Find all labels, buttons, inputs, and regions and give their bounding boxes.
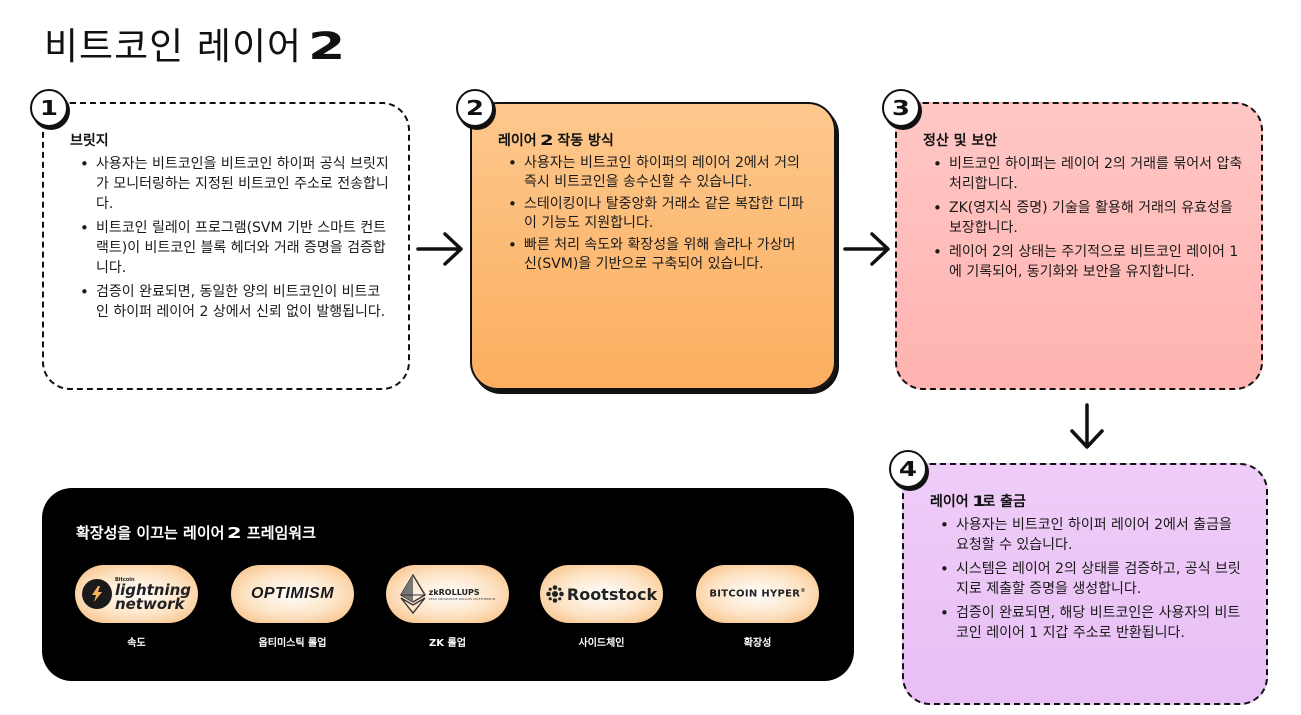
bullet-item: ZK(영지식 증명) 기술을 활용해 거래의 유효성을 보장합니다. <box>931 198 1243 238</box>
framework-label: 옵티미스틱 롤업 <box>258 638 327 649</box>
logo-text: BITCOIN HYPER <box>709 588 801 600</box>
bullet-item: 사용자는 비트코인 하이퍼의 레이어 2에서 거의 즉시 비트코인을 송수신할 … <box>506 154 806 192</box>
bullet-item: 비트코인 하이퍼는 레이어 2의 거래를 묶어서 압축 처리합니다. <box>931 154 1243 194</box>
step-number-badge: 1 <box>30 89 68 127</box>
arrow-right-icon <box>416 232 463 266</box>
logo-text-line2: network <box>114 595 185 613</box>
logo-small-text: Bitcoin <box>114 577 135 583</box>
framework-label: 사이드체인 <box>578 638 625 649</box>
step-title-brand: 1 <box>971 494 986 510</box>
bullet-item: 사용자는 비트코인을 비트코인 하이퍼 공식 브릿지가 모니터링하는 지정된 비… <box>78 154 390 214</box>
step-card-settlement-security: 정산 및 보안 비트코인 하이퍼는 레이어 2의 거래를 묶어서 압축 처리합니… <box>895 102 1263 390</box>
arrow-down-icon <box>1070 403 1104 449</box>
bitcoin-hyper-logo: BITCOIN HYPER® <box>696 565 819 623</box>
page-title-text: 비트코인 레이어 <box>44 25 303 68</box>
logo-text: Rootstock <box>566 584 658 604</box>
logo-mark: ® <box>800 588 806 595</box>
step-number-badge: 3 <box>882 89 920 127</box>
step-bullets: 비트코인 하이퍼는 레이어 2의 거래를 묶어서 압축 처리합니다. ZK(영지… <box>931 154 1243 286</box>
optimism-logo: OPTIMISM <box>231 565 354 623</box>
bullet-item: 검증이 완료되면, 해당 비트코인은 사용자의 비트코인 레이어 1 지갑 주소… <box>938 603 1246 643</box>
framework-label: 확장성 <box>743 638 772 649</box>
step-bullets: 사용자는 비트코인을 비트코인 하이퍼 공식 브릿지가 모니터링하는 지정된 비… <box>78 154 390 326</box>
framework-label: ZK 롤업 <box>429 638 466 649</box>
step-number: 2 <box>465 96 485 120</box>
framework-label: 속도 <box>127 638 146 649</box>
bullet-item: 스테이킹이나 탈중앙화 거래소 같은 복잡한 디파이 기능도 지원합니다. <box>506 195 806 233</box>
step-number: 1 <box>39 96 59 120</box>
rootstock-logo: Rootstock <box>540 565 663 623</box>
step-title-prefix: 레이어 <box>498 133 537 149</box>
bullet-item: 검증이 완료되면, 동일한 양의 비트코인이 비트코인 하이퍼 레이어 2 상에… <box>78 282 390 322</box>
step-number: 4 <box>898 457 918 481</box>
bullet-item: 사용자는 비트코인 하이퍼 레이어 2에서 출금을 요청할 수 있습니다. <box>938 515 1246 555</box>
zk-rollups-logo: zkROLLUPS ZERO KNOWLEDGE ROLLUPS ON ETHE… <box>386 565 509 623</box>
step-title: 정산 및 보안 <box>923 133 998 149</box>
arrow-right-icon <box>843 232 890 266</box>
step-number-badge: 2 <box>456 89 494 127</box>
logo-text: zkROLLUPS <box>428 587 480 597</box>
step-title-suffix: 작동 방식 <box>557 133 614 149</box>
lightning-bolt-icon <box>81 579 112 609</box>
lightning-network-logo: Bitcoin lightning network <box>75 565 198 623</box>
bullet-item: 시스템은 레이어 2의 상태를 검증하고, 공식 브릿지로 제출할 증명을 생성… <box>938 559 1246 599</box>
step-title: 브릿지 <box>70 133 109 149</box>
step-number: 3 <box>891 96 911 120</box>
step-bullets: 사용자는 비트코인 하이퍼의 레이어 2에서 거의 즉시 비트코인을 송수신할 … <box>506 154 806 277</box>
panel-title-prefix: 확장성을 이끄는 레이어 <box>76 524 225 542</box>
bullet-item: 비트코인 릴레이 프로그램(SVM 기반 스마트 컨트랙트)이 비트코인 블록 … <box>78 218 390 278</box>
step-title-brand: 2 <box>539 133 554 149</box>
logo-tagline: ZERO KNOWLEDGE ROLLUPS ON ETHEREUM <box>428 596 496 601</box>
step-number-badge: 4 <box>889 450 927 488</box>
logo-text-line1: lightning <box>114 581 192 599</box>
step-title-prefix: 레이어 <box>930 494 969 510</box>
logo-text: OPTIMISM <box>250 585 335 602</box>
panel-title-brand: 2 <box>227 524 243 542</box>
bullet-item: 레이어 2의 상태는 주기적으로 비트코인 레이어 1에 기록되어, 동기화와 … <box>931 242 1243 282</box>
rootstock-icon <box>546 585 564 603</box>
step-card-bridge: 브릿지 사용자는 비트코인을 비트코인 하이퍼 공식 브릿지가 모니터링하는 지… <box>42 102 410 390</box>
step-bullets: 사용자는 비트코인 하이퍼 레이어 2에서 출금을 요청할 수 있습니다. 시스… <box>938 515 1246 647</box>
step-title-suffix: 로 출금 <box>982 494 1026 510</box>
page-title-brand-number: 2 <box>308 25 347 68</box>
bullet-item: 빠른 처리 속도와 확장성을 위해 솔라나 가상머신(SVM)을 기반으로 구축… <box>506 236 806 274</box>
panel-title-suffix: 프레임워크 <box>246 524 316 542</box>
ethereum-icon <box>399 574 426 614</box>
